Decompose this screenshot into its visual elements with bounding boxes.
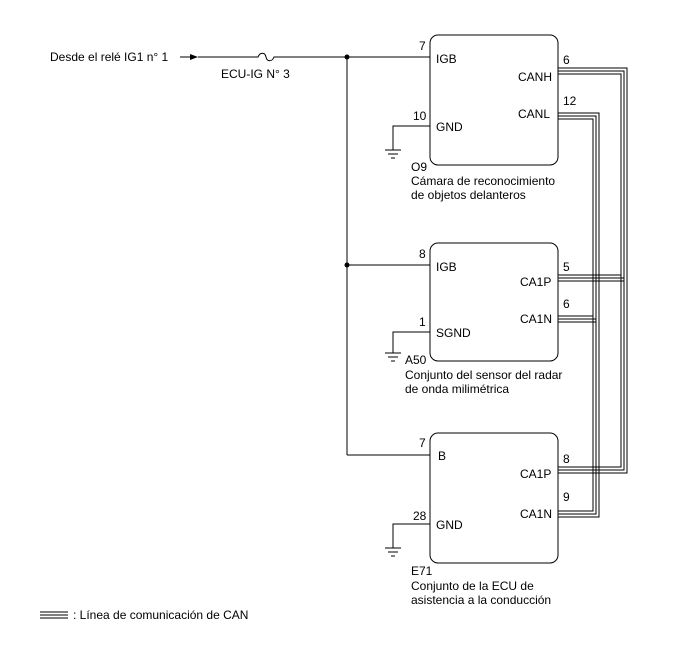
component-name: asistencia a la conducción bbox=[411, 593, 551, 607]
component-name: Cámara de reconocimiento bbox=[411, 174, 555, 188]
pin-label: CANH bbox=[518, 70, 552, 84]
can-line-icon bbox=[40, 611, 68, 619]
component-name: de objetos delanteros bbox=[411, 188, 526, 202]
component-name: Conjunto del sensor del radar bbox=[405, 368, 562, 382]
pin-number: 7 bbox=[419, 39, 426, 53]
ground-icon bbox=[385, 547, 401, 557]
pin-label: GND bbox=[436, 120, 463, 134]
pin-number: 1 bbox=[419, 315, 426, 329]
pin-label: GND bbox=[436, 518, 463, 532]
pin-label: CANL bbox=[518, 107, 550, 121]
pin-number: 8 bbox=[419, 247, 426, 261]
pin-label: IGB bbox=[436, 260, 457, 274]
pin-number: 9 bbox=[563, 490, 570, 504]
pin-number: 10 bbox=[413, 109, 427, 123]
arrow-right-icon bbox=[180, 54, 198, 60]
pin-number: 5 bbox=[563, 260, 570, 274]
ground-icon bbox=[385, 149, 401, 159]
fuse-label: ECU-IG N° 3 bbox=[221, 67, 290, 81]
fuse-icon bbox=[254, 52, 286, 62]
pin-label: IGB bbox=[436, 52, 457, 66]
component-code: E71 bbox=[411, 564, 433, 578]
component-code: O9 bbox=[411, 160, 427, 174]
pin-label: B bbox=[438, 449, 446, 463]
component-box-e71 bbox=[429, 432, 559, 564]
pin-number: 8 bbox=[563, 452, 570, 466]
component-code: A50 bbox=[405, 353, 427, 367]
can-bus-lines bbox=[558, 67, 628, 518]
pin-number: 28 bbox=[413, 509, 427, 523]
pin-label: CA1P bbox=[520, 275, 551, 289]
pin-number: 6 bbox=[563, 53, 570, 67]
component-name: de onda milimétrica bbox=[405, 382, 509, 396]
junction-dot bbox=[344, 54, 350, 60]
ground-icon bbox=[385, 352, 401, 362]
pin-label: CA1P bbox=[520, 467, 551, 481]
component-name: Conjunto de la ECU de bbox=[411, 579, 534, 593]
component-box-o9 bbox=[429, 34, 559, 166]
pin-number: 7 bbox=[419, 436, 426, 450]
component-box-a50 bbox=[429, 242, 559, 362]
pin-label: CA1N bbox=[520, 507, 552, 521]
legend-text: : Línea de comunicación de CAN bbox=[73, 608, 248, 622]
pin-label: SGND bbox=[436, 326, 471, 340]
source-label: Desde el relé IG1 n° 1 bbox=[50, 50, 169, 64]
pin-label: CA1N bbox=[520, 312, 552, 326]
pin-number: 12 bbox=[563, 94, 577, 108]
pin-number: 6 bbox=[563, 297, 570, 311]
